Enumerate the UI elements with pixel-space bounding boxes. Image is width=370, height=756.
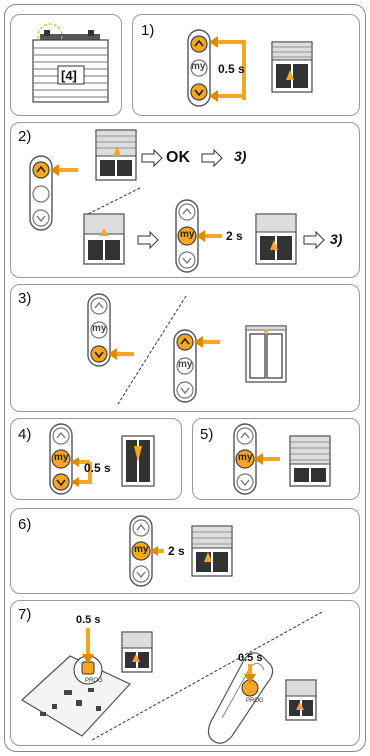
index-label: [4] [61, 68, 77, 83]
prog-label-b: PROG [246, 698, 264, 704]
step-6-panel [10, 508, 360, 594]
goto-step-3-b: 3) [330, 231, 343, 247]
step-7-hold-a: 0.5 s [76, 614, 101, 626]
step-7-label: 7) [18, 606, 32, 623]
my-button-label-5: my [54, 452, 69, 463]
step-2-hold: 2 s [226, 229, 243, 243]
step-5-label: 5) [200, 426, 214, 443]
prog-label-a: PROG [85, 678, 103, 684]
my-button-label-6: my [238, 452, 253, 463]
step-1-hold: 0.5 s [218, 62, 245, 76]
step-3-label: 3) [18, 290, 32, 307]
ok-text: OK [166, 149, 190, 166]
my-button-label-4: my [178, 359, 193, 370]
step-6-hold: 2 s [168, 544, 185, 558]
my-button-label-3: my [92, 323, 107, 334]
my-button-label-7: my [134, 544, 149, 555]
goto-step-3-a: 3) [234, 148, 247, 164]
step-2-label: 2) [18, 128, 32, 145]
step-1-label: 1) [141, 22, 155, 39]
my-button-label-2: my [180, 229, 195, 240]
step-6-label: 6) [18, 516, 32, 533]
step-4-hold: 0.5 s [84, 461, 111, 475]
instruction-sheet [4, 4, 366, 752]
my-button-label: my [191, 61, 206, 72]
step-7-hold-b: 0.5 s [238, 652, 263, 664]
step-4-label: 4) [18, 426, 32, 443]
